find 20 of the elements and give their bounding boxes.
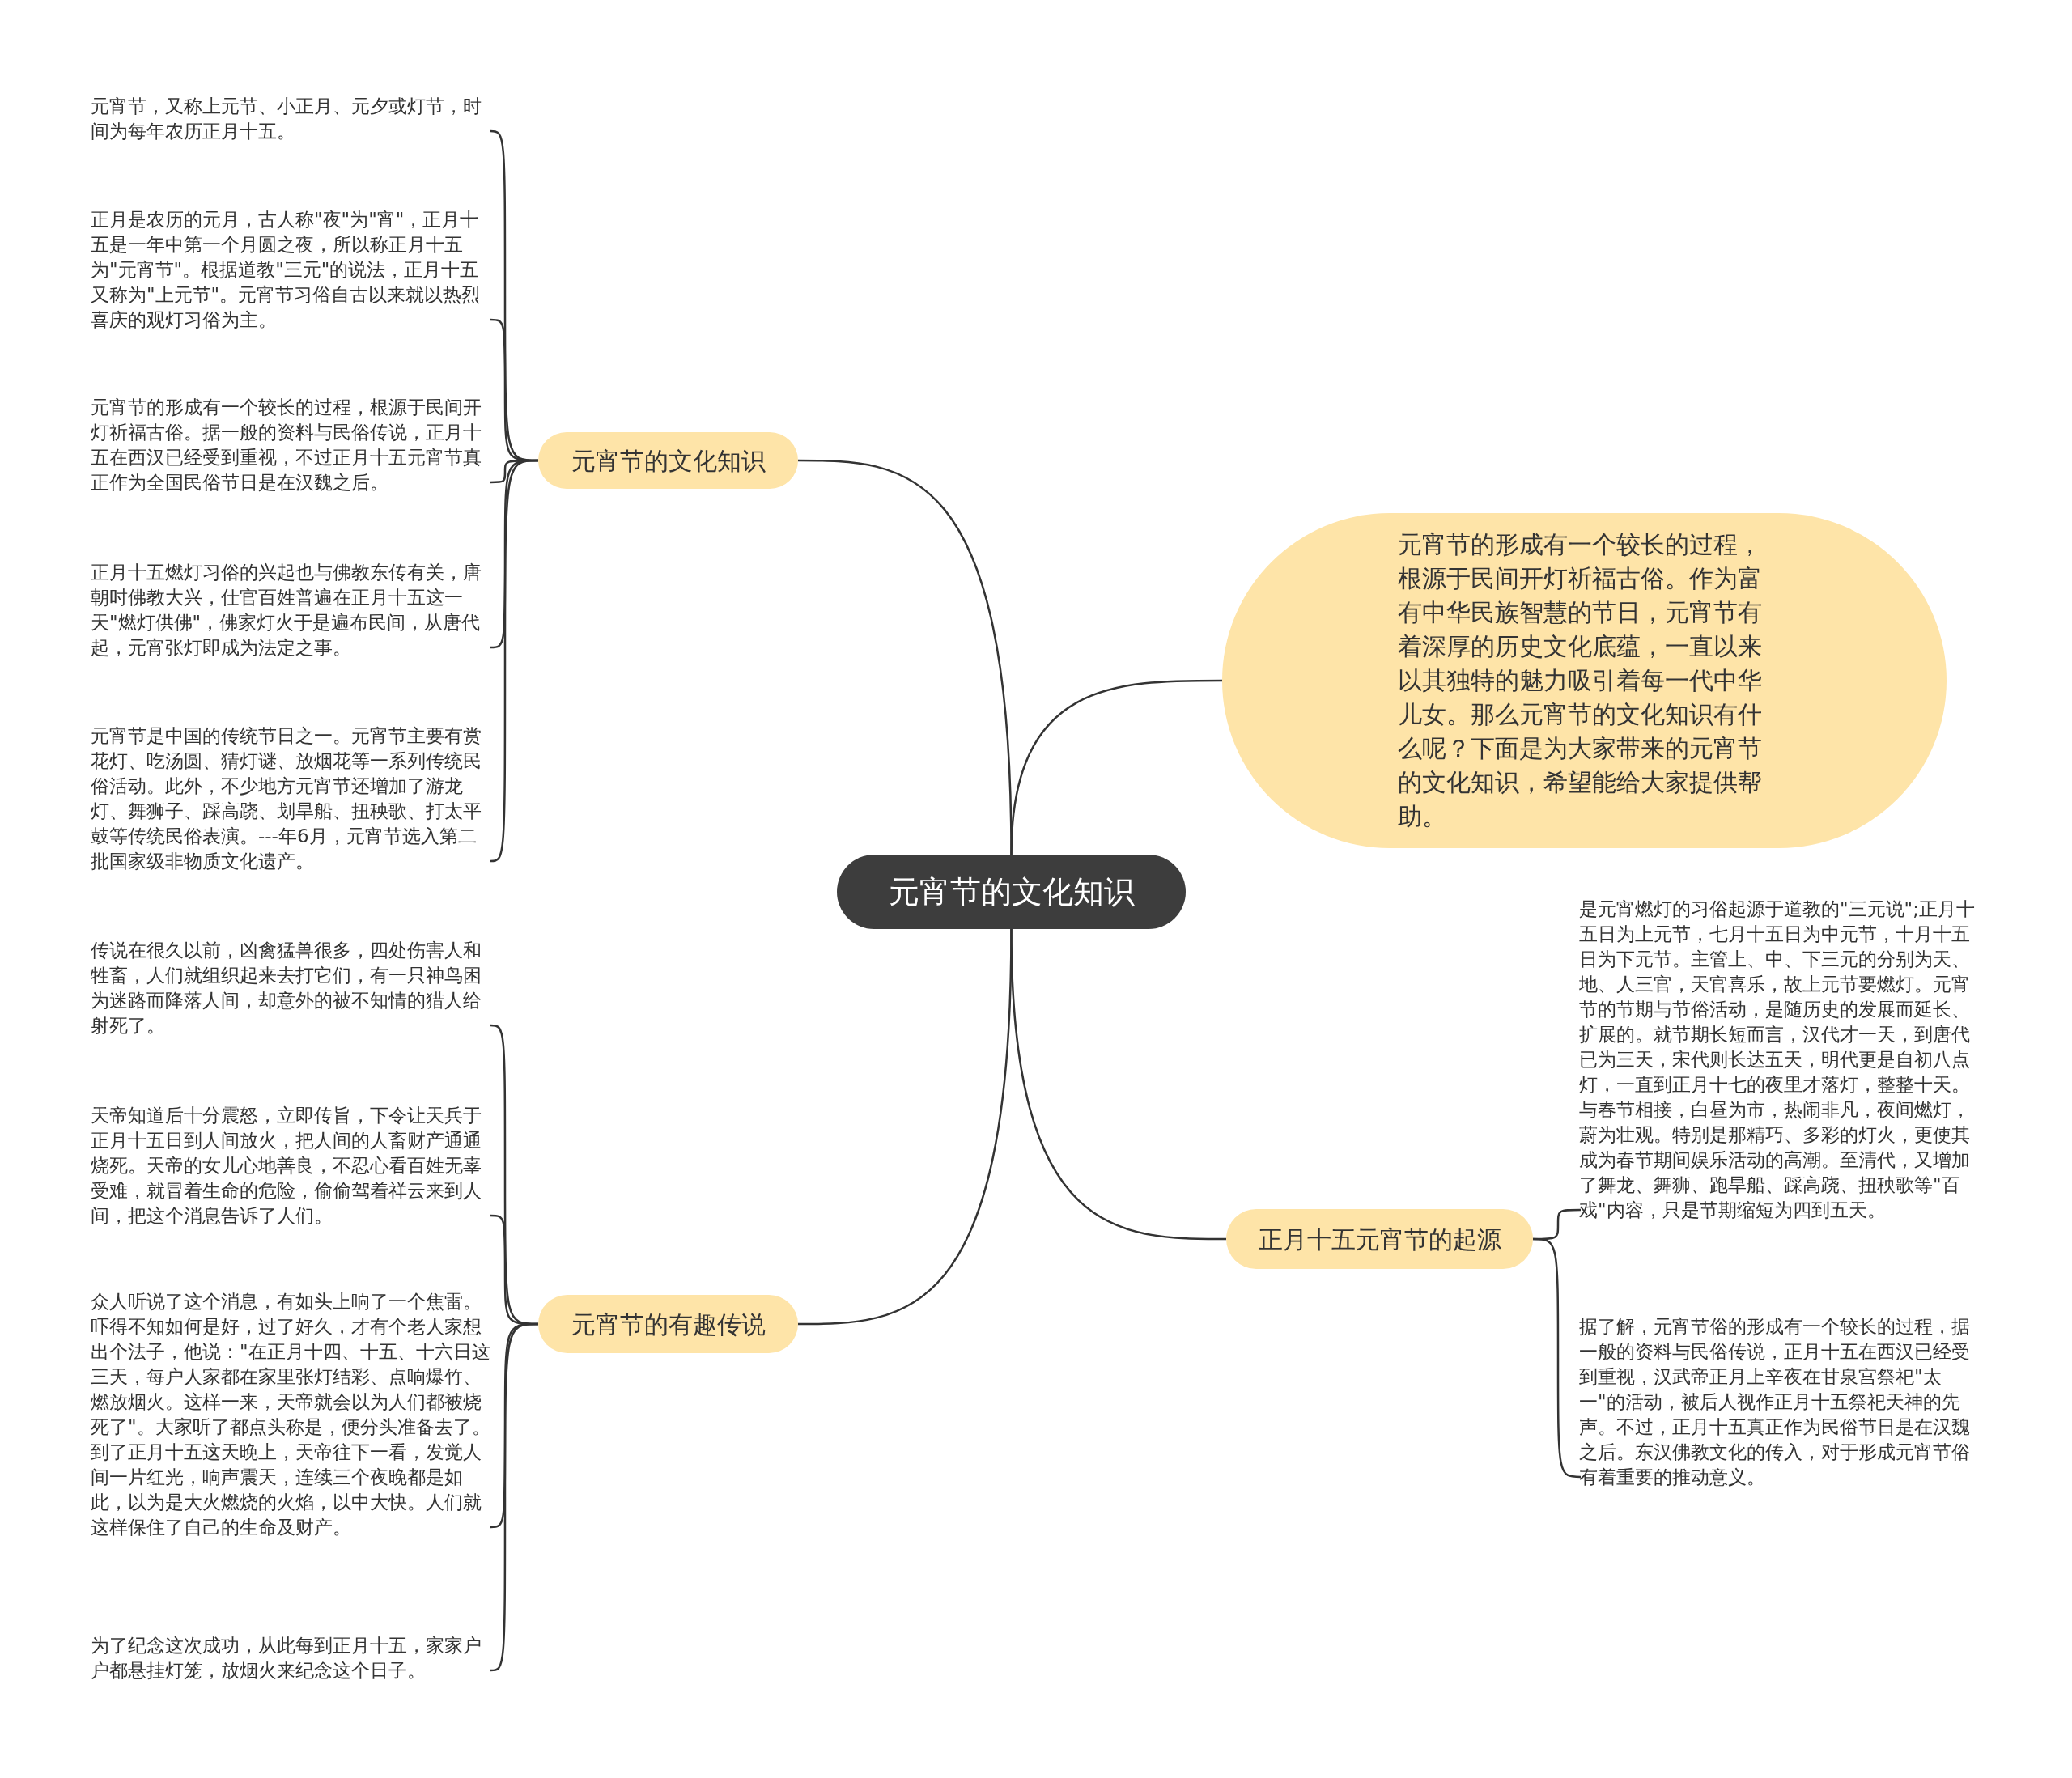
connector-line [490, 1322, 538, 1672]
connector-line [798, 928, 1013, 1326]
topic-label: 元宵节的有趣传说 [571, 1309, 766, 1340]
note-text: 正月十五燃灯习俗的兴起也与佛教东传有关，唐朝时佛教大兴，仕官百姓普遍在正月十五这一天"燃灯供佛"，佛家灯火于是遍布民间，从唐代起，元宵张灯即成为法定之事。 [91, 560, 492, 660]
note-text: 是元宵燃灯的习俗起源于道教的"三元说";正月十五日为上元节，七月十五日为中元节，十月十五日为下元节。主管上、中、下三元的分别为天、地、人三官，天官喜乐，故上元节要燃灯。元宵节的节期与节俗活动，是随历史的发展而延长、扩展的。就节期长短而言，汉代才一天，到唐代已为三天，宋代则长达五天，明代更是自初八点灯，一直到正月十七的夜里才落灯，整整十天。与春节相接，白昼为市，热闹非凡，夜间燃灯，蔚为壮观。特别是那精巧、多彩的灯火，更使其成为春节期间娱乐活动的高潮。至清代，又增加了舞龙、舞狮、跑旱船、踩高跷、扭秧歌等"百戏"内容，只是节期缩短为四到五天。 [1579, 897, 1984, 1223]
note-text: 天帝知道后十分震怒，立即传旨，下令让天兵于正月十五日到人间放火，把人间的人畜财产通通烧死。天帝的女儿心地善良，不忍心看百姓无辜受难，就冒着生命的危险，偷偷驾着祥云来到人间，把这个消息告诉了人们。 [91, 1103, 492, 1228]
note-text: 元宵节是中国的传统节日之一。元宵节主要有赏花灯、吃汤圆、猜灯谜、放烟花等一系列传统民俗活动。此外，不少地方元宵节还增加了游龙灯、舞狮子、踩高跷、划旱船、扭秧歌、打太平鼓等传统民俗表演。---年6月，元宵节选入第二批国家级非物质文化遗产。 [91, 724, 492, 874]
note-text: 元宵节，又称上元节、小正月、元夕或灯节，时间为每年农历正月十五。 [91, 94, 492, 144]
note-text: 正月是农历的元月，古人称"夜"为"宵"，正月十五是一年中第一个月圆之夜，所以称正月十五为"元宵节"。根据道教"三元"的说法，正月十五又称为"上元节"。元宵节习俗自古以来就以热烈喜庆的观灯习俗为主。 [91, 207, 492, 333]
note-text: 众人听说了这个消息，有如头上响了一个焦雷。吓得不知如何是好，过了好久，才有个老人家想出个法子，他说："在正月十四、十五、十六日这三天，每户人家都在家里张灯结彩、点响爆竹、燃放烟火。这样一来，天帝就会以为人们都被烧死了"。大家听了都点头称是，便分头准备去了。到了正月十五这天晚上，天帝往下一看，发觉人间一片红光，响声震天，连续三个夜晚都是如此，以为是大火燃烧的火焰，以中大快。人们就这样保住了自己的生命及财产。 [91, 1289, 492, 1540]
note-text: 元宵节的形成有一个较长的过程，根源于民间开灯祈福古俗。据一般的资料与民俗传说，正月十五在西汉已经受到重视，不过正月十五元宵节真正作为全国民俗节日是在汉魏之后。 [91, 395, 492, 495]
topic-label: 元宵节的文化知识 [571, 445, 766, 477]
topic-label: 元宵节的文化知识 [888, 872, 1135, 911]
note-text: 据了解，元宵节俗的形成有一个较长的过程，据一般的资料与民俗传说，正月十五在西汉已经受到重视，汉武帝正月上辛夜在甘泉宫祭祀"太一"的活动，被后人视作正月十五祭祀天神的先声。不过，正月十五真正作为民俗节日是在汉魏之后。东汉佛教文化的传入，对于形成元宵节俗有着重要的推动意义。 [1579, 1314, 1984, 1490]
note-text: 传说在很久以前，凶禽猛兽很多，四处伤害人和牲畜，人们就组织起来去打它们，有一只神鸟困为迷路而降落人间，却意外的被不知情的猎人给射死了。 [91, 938, 492, 1038]
note-text: 为了纪念这次成功，从此每到正月十五，家家户户都悬挂灯笼，放烟火来纪念这个日子。 [91, 1633, 492, 1683]
topic-label: 元宵节的形成有一个较长的过程，根源于民间开灯祈福古俗。作为富有中华民族智慧的节日，元宵节有着深厚的历史文化底蕴，一直以来以其独特的魅力吸引着每一代中华儿女。那么元宵节的文化知识有什么呢？下面是为大家带来的元宵节的文化知识，希望能给大家提供帮助。 [1397, 529, 1763, 832]
connector-line [1010, 679, 1222, 855]
connector-line [490, 459, 538, 863]
topic-label: 正月十五元宵节的起源 [1258, 1224, 1501, 1255]
